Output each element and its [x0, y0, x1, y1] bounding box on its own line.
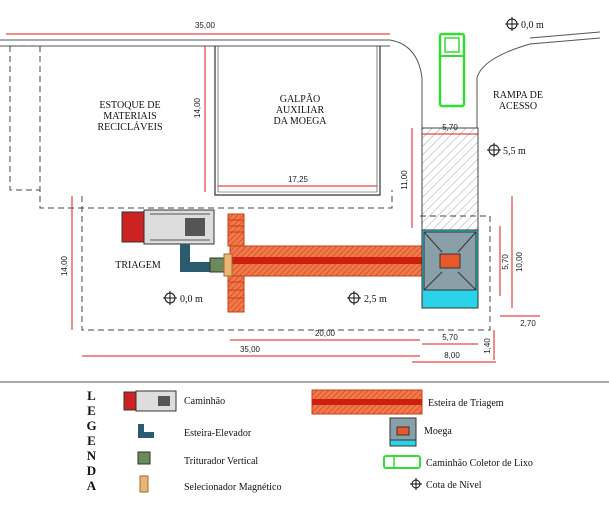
sorting-belt: [227, 213, 426, 313]
elevator-conveyor-icon: [138, 424, 154, 438]
level-mark-icon: [410, 478, 422, 490]
svg-text:RAMPA DE: RAMPA DE: [493, 90, 543, 101]
svg-text:DA MOEGA: DA MOEGA: [273, 116, 327, 127]
legend-item: Moega: [389, 417, 452, 447]
svg-text:14,00: 14,00: [60, 255, 69, 276]
svg-text:RECICLÁVEIS: RECICLÁVEIS: [98, 121, 163, 133]
rampa-label: RAMPA DE ACESSO: [493, 90, 543, 112]
svg-text:5,70: 5,70: [442, 333, 458, 342]
svg-text:11,00: 11,00: [400, 170, 409, 190]
galpao-auxiliar: [214, 46, 381, 196]
svg-text:5,70: 5,70: [501, 254, 510, 270]
svg-text:35,00: 35,00: [240, 345, 261, 354]
svg-text:1,40: 1,40: [483, 338, 492, 354]
legend-item-label: Selecionador Magnético: [184, 482, 281, 493]
truck-icon: [121, 209, 215, 245]
moega: [421, 229, 479, 309]
legend-title-letter: G: [86, 418, 97, 433]
legend-item: Selecionador Magnético: [139, 475, 281, 493]
svg-text:0,0 m: 0,0 m: [521, 20, 544, 31]
rampa-acesso: [421, 127, 479, 231]
svg-text:ACESSO: ACESSO: [499, 101, 537, 112]
hopper-icon: [389, 417, 417, 447]
svg-text:20,00: 20,00: [315, 329, 336, 338]
triagem-area: [81, 196, 491, 331]
svg-text:GALPÃO: GALPÃO: [280, 93, 321, 105]
svg-text:35,00: 35,00: [195, 21, 216, 30]
legend-item: Caminhão Coletor de Lixo: [383, 455, 533, 469]
legend-title-letter: N: [87, 448, 97, 463]
svg-text:5,70: 5,70: [442, 123, 458, 132]
svg-text:2,5 m: 2,5 m: [364, 294, 387, 305]
legend-item-label: Moega: [424, 426, 452, 437]
legend-item-label: Caminhão: [184, 396, 225, 407]
sorting-belt-icon: [311, 389, 423, 415]
magnetic-selector-icon: [223, 253, 233, 277]
svg-text:AUXILIAR: AUXILIAR: [276, 105, 325, 116]
legend-item: Triturador Vertical: [137, 451, 258, 467]
galpao-label: GALPÃO AUXILIAR DA MOEGA: [273, 93, 327, 127]
level-mark-rampa: 5,5 m: [487, 143, 526, 157]
legend-title-letter: A: [87, 478, 97, 493]
elevator-conveyor: [180, 244, 212, 272]
level-mark-triagem: 0,0 m: [163, 291, 203, 305]
shredder-icon: [137, 451, 151, 465]
svg-text:ESTOQUE DE: ESTOQUE DE: [99, 100, 160, 111]
svg-text:5,5 m: 5,5 m: [503, 146, 526, 157]
estoque-area: [9, 45, 393, 209]
legend-item: Cota de Nível: [410, 478, 482, 491]
legend-title-letter: E: [87, 433, 97, 448]
legend-item-label: Esteira-Elevador: [184, 428, 252, 439]
legend-item-label: Triturador Vertical: [184, 456, 258, 467]
level-mark-top-right: 0,0 m: [505, 17, 544, 31]
garbage-truck-icon: [383, 455, 421, 469]
svg-text:17,25: 17,25: [288, 175, 309, 184]
legend-item-label: Cota de Nível: [426, 480, 482, 491]
legend-title-letter: D: [87, 463, 97, 478]
magnetic-selector-icon: [139, 475, 149, 493]
legend-item: Esteira de Triagem: [311, 389, 504, 415]
access-road: [0, 31, 601, 128]
truck-icon: [123, 390, 177, 412]
legend-item-label: Caminhão Coletor de Lixo: [426, 458, 533, 469]
legend-title-letter: L: [87, 388, 97, 403]
svg-text:8,00: 8,00: [444, 351, 460, 360]
level-mark-esteira: 2,5 m: [347, 291, 387, 305]
garbage-truck-icon: [438, 32, 466, 108]
legend-title-letter: E: [87, 403, 97, 418]
svg-text:14,00: 14,00: [193, 97, 202, 118]
svg-text:10,00: 10,00: [515, 251, 524, 272]
dimension-lines: [6, 33, 540, 363]
estoque-label: ESTOQUE DE MATERIAIS RECICLÁVEIS: [98, 100, 163, 133]
legend-item: Esteira-Elevador: [138, 424, 252, 439]
shredder-icon: [209, 257, 225, 273]
svg-text:2,70: 2,70: [520, 319, 536, 328]
legend-item: Caminhão: [123, 390, 225, 412]
svg-text:MATERIAIS: MATERIAIS: [103, 111, 156, 122]
legend-item-label: Esteira de Triagem: [428, 398, 504, 409]
triagem-label: TRIAGEM: [115, 260, 161, 271]
svg-text:0,0 m: 0,0 m: [180, 294, 203, 305]
